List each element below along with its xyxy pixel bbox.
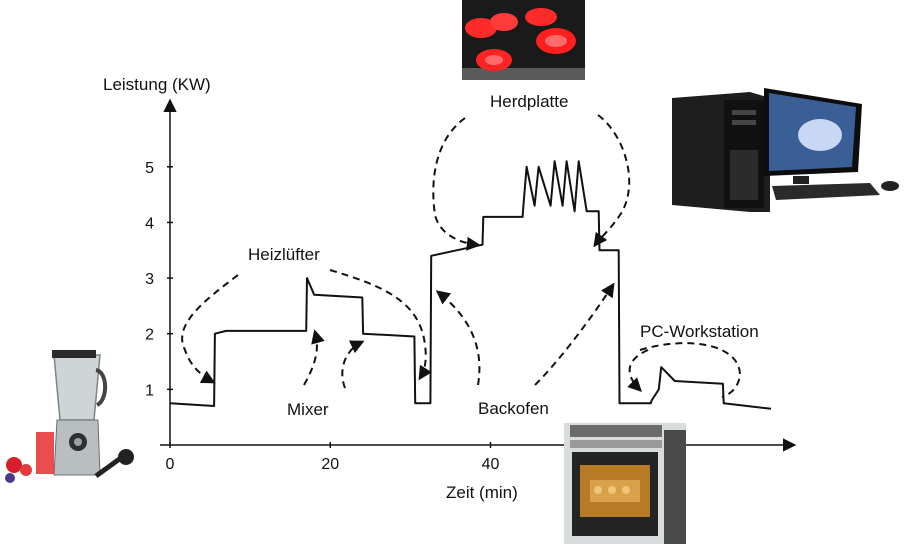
x-tick-label: 20 bbox=[321, 456, 339, 473]
x-axis-label: Zeit (min) bbox=[446, 483, 518, 502]
cooktop-image bbox=[462, 0, 585, 80]
annotation-arrows bbox=[181, 114, 742, 398]
backofen-arrow-left bbox=[435, 290, 481, 386]
mixer-arrow-right bbox=[341, 340, 365, 389]
y-tick-label: 5 bbox=[145, 160, 154, 177]
heizluefter-label: Heizlüfter bbox=[248, 245, 320, 264]
y-tick-label: 2 bbox=[145, 327, 154, 344]
herdplatte-arrow-right bbox=[593, 114, 631, 248]
oven-image bbox=[564, 423, 686, 544]
backofen-arrow-right bbox=[534, 282, 615, 386]
y-ticks: 1 2 3 4 5 bbox=[145, 160, 173, 399]
heizluefter-arrow-right bbox=[329, 269, 432, 381]
x-tick-label: 40 bbox=[482, 456, 500, 473]
mixer-arrow-left bbox=[303, 329, 325, 386]
pc-workstation-arrow bbox=[627, 349, 649, 392]
x-ticks: 0 20 40 bbox=[166, 442, 500, 473]
x-tick-label: 0 bbox=[166, 456, 175, 473]
mixer-label: Mixer bbox=[287, 400, 329, 419]
power-series-line bbox=[169, 160, 772, 410]
herdplatte-arrow-left bbox=[432, 117, 481, 251]
backofen-label: Backofen bbox=[478, 399, 549, 418]
heizluefter-arrow-left bbox=[181, 274, 239, 384]
herdplatte-label: Herdplatte bbox=[490, 92, 568, 111]
blender-image bbox=[5, 350, 134, 483]
y-axis-label: Leistung (KW) bbox=[103, 75, 211, 94]
y-tick-label: 3 bbox=[145, 271, 154, 288]
desktop-pc-image bbox=[672, 88, 899, 212]
y-tick-label: 4 bbox=[145, 215, 154, 232]
pc-workstation-label: PC-Workstation bbox=[640, 322, 759, 341]
y-tick-label: 1 bbox=[145, 382, 154, 399]
pc-workstation-arc bbox=[639, 342, 742, 398]
